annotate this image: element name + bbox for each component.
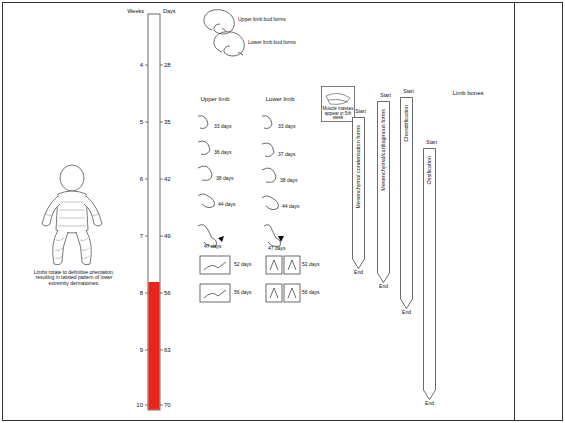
tick-label: 6 — [140, 176, 143, 182]
limb-sketch — [198, 116, 300, 302]
stage-label: 44 days — [218, 202, 236, 207]
axis-heading: Days — [163, 9, 176, 15]
stage-label: Upper limb — [200, 96, 229, 102]
tick-label: 56 — [164, 290, 171, 296]
bar-end-label: Start — [380, 93, 391, 98]
stage-label: 56 days — [302, 290, 320, 295]
caption-note: Limbs rotate to definitive orientation, … — [28, 270, 120, 286]
stage-label: 56 days — [234, 290, 252, 295]
stage-label: 37 days — [278, 152, 296, 157]
duration-bar: StartOssificationEnd — [423, 148, 436, 400]
tick-label: 28 — [164, 62, 171, 68]
note-box: Muscle masses appear in 5th week — [321, 86, 355, 122]
stage-label: Lower limb — [265, 96, 294, 102]
bar-shape — [424, 149, 436, 400]
duration-bar: StartChondrificationEnd — [400, 97, 413, 309]
stage-label: 36 days — [214, 150, 232, 155]
timeline-bar — [148, 14, 160, 410]
bar-end-label: End — [402, 310, 411, 315]
bar-label: Mesenchymal condensation forms — [356, 125, 362, 208]
stage-label: 38 days — [280, 178, 298, 183]
bar-label: Ossification — [427, 156, 433, 184]
timeline-ticks — [145, 65, 163, 405]
bar-shape — [401, 98, 413, 309]
bar-end-label: End — [354, 270, 363, 275]
stage-label: 33 days — [214, 124, 232, 129]
tick-label: 5 — [140, 119, 143, 125]
duration-bar: StartMesenchymal/cartilaginous formsEnd — [377, 101, 390, 283]
bar-end-label: Start — [426, 140, 437, 145]
bar-shape — [378, 102, 390, 283]
bar-outline — [423, 148, 436, 400]
bar-shape — [353, 118, 365, 269]
bar-label: Mesenchymal/cartilaginous forms — [381, 109, 387, 191]
duration-bar: StartMesenchymal condensation formsEnd — [352, 117, 365, 269]
dermatome-lines — [44, 202, 100, 259]
bar-end-label: Start — [403, 89, 414, 94]
stage-label: 47 days — [268, 246, 286, 251]
bar-end-label: End — [425, 401, 434, 406]
note-text: Muscle masses appear in 5th week — [322, 107, 354, 121]
tick-label: 4 — [140, 62, 143, 68]
tick-label: 63 — [164, 347, 171, 353]
arrow-symbol — [218, 236, 284, 242]
bar-label: Chondrification — [404, 105, 410, 142]
tick-label: 10 — [136, 402, 143, 408]
bar-end-label: End — [379, 284, 388, 289]
muscle-sketch — [326, 93, 350, 104]
stage-label: 47 days — [204, 244, 222, 249]
tick-label: 42 — [164, 176, 171, 182]
stage-label: 52 days — [302, 262, 320, 267]
tick-label: 7 — [140, 233, 143, 239]
tick-label: 9 — [140, 347, 143, 353]
frame — [3, 3, 563, 421]
axis-heading: Weeks — [127, 9, 144, 15]
stage-label: Upper limb bud forms — [238, 17, 286, 22]
stage-label: 44 days — [282, 204, 300, 209]
tick-label: 8 — [140, 290, 143, 296]
infant-figure — [42, 165, 102, 265]
stage-label: Lower limb bud forms — [248, 40, 296, 45]
tick-label: 49 — [164, 233, 171, 239]
stage-label: 38 days — [216, 176, 234, 181]
tick-label: 35 — [164, 119, 171, 125]
box-shape — [322, 87, 355, 122]
frame-divider — [514, 3, 515, 421]
bar-end-label: Start — [355, 109, 366, 114]
stage-label: 33 days — [278, 124, 296, 129]
tick-label: 70 — [164, 402, 171, 408]
timeline-fill — [148, 282, 159, 410]
stage-label: Limb bones — [452, 90, 483, 96]
stage-label: 52 days — [234, 262, 252, 267]
